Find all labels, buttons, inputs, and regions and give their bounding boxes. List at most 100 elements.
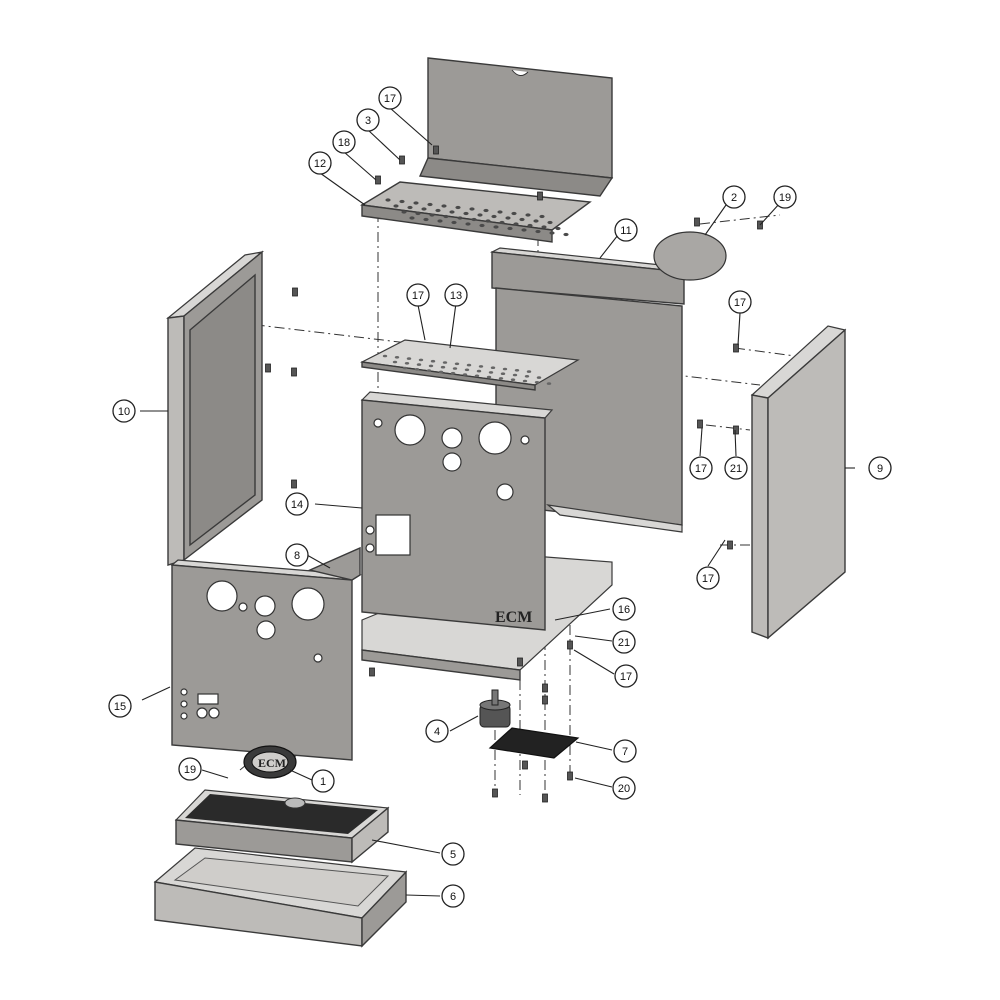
chassis-logo: ECM	[495, 609, 532, 626]
perforation	[488, 371, 494, 374]
svg-text:17: 17	[620, 671, 632, 683]
perforation	[486, 375, 492, 379]
svg-text:1: 1	[320, 776, 326, 788]
svg-text:7: 7	[622, 746, 628, 758]
part-14-chassis-frame: ECM	[360, 391, 554, 631]
svg-text:12: 12	[314, 158, 326, 170]
perforation	[416, 363, 422, 366]
perforation	[455, 205, 461, 210]
callout-20: 20	[612, 776, 636, 800]
perforation	[524, 375, 530, 378]
svg-text:13: 13	[450, 290, 462, 302]
perforation	[449, 210, 455, 214]
callout-17-right-low: 17	[696, 566, 720, 590]
part-4-foot	[479, 689, 511, 728]
perforation	[401, 210, 407, 214]
svg-text:5: 5	[450, 849, 456, 861]
perforation	[413, 201, 419, 205]
callout-17-right-mid: 17	[689, 456, 713, 480]
part-5-drip-tray-grid	[174, 789, 390, 864]
perforation	[451, 220, 457, 225]
perforation	[491, 214, 497, 219]
perforation	[483, 208, 489, 213]
svg-text:8: 8	[294, 550, 300, 562]
perforation	[500, 372, 506, 376]
screw	[542, 695, 548, 705]
perforation	[457, 216, 463, 220]
callout-15: 15	[108, 694, 132, 718]
top-lid	[418, 57, 614, 197]
perforation	[442, 361, 448, 364]
perforation	[493, 225, 499, 229]
screw	[567, 771, 573, 781]
svg-text:18: 18	[338, 137, 350, 149]
callout-17-plate: 17	[406, 283, 430, 307]
perforation	[428, 364, 434, 368]
screw	[433, 145, 439, 155]
part-2-round-cover	[653, 231, 727, 281]
perforation	[462, 373, 468, 376]
svg-text:20: 20	[618, 783, 630, 795]
callout-5: 5	[441, 842, 465, 866]
badge-logo: ECM	[258, 756, 286, 770]
perforation	[393, 204, 399, 208]
callout-11: 11	[614, 218, 638, 242]
perforation	[435, 208, 441, 213]
perforation	[450, 371, 456, 375]
perforation	[521, 228, 527, 232]
perforation	[535, 229, 541, 234]
perforation	[514, 369, 520, 372]
svg-text:15: 15	[114, 701, 126, 713]
screw	[542, 683, 548, 693]
screw	[727, 540, 733, 550]
perforation	[507, 226, 513, 231]
perforation	[526, 370, 532, 373]
perforation	[555, 226, 561, 231]
perforation	[479, 223, 485, 228]
perforation	[549, 231, 555, 235]
perforation	[415, 211, 421, 216]
perforation	[404, 362, 410, 365]
perforation	[427, 202, 433, 207]
screw	[733, 343, 739, 353]
svg-text:17: 17	[412, 290, 424, 302]
perforation	[563, 232, 569, 237]
perforation	[452, 367, 458, 370]
callout-17-top: 17	[378, 86, 402, 110]
perforation	[505, 216, 511, 220]
callout-8: 8	[285, 543, 309, 567]
screw	[369, 667, 375, 677]
part-7-bottom-plate	[488, 727, 580, 759]
svg-text:19: 19	[184, 764, 196, 776]
perforation	[527, 223, 533, 228]
part-9-right-side-panel	[750, 325, 847, 640]
perforation	[382, 354, 388, 358]
svg-text:19: 19	[779, 192, 791, 204]
perforation	[510, 378, 516, 382]
perforation	[547, 220, 553, 225]
callout-14: 14	[285, 492, 309, 516]
perforation	[406, 357, 412, 360]
callout-3: 3	[356, 108, 380, 132]
fasteners	[265, 145, 763, 803]
svg-text:17: 17	[695, 463, 707, 475]
perforation	[421, 207, 427, 211]
callout-19-front: 19	[178, 757, 202, 781]
screw	[292, 287, 298, 297]
svg-text:3: 3	[365, 115, 371, 127]
perforation	[409, 216, 415, 220]
svg-text:16: 16	[618, 604, 630, 616]
perforation	[423, 217, 429, 222]
part-12-cup-tray	[359, 181, 592, 243]
screw	[733, 425, 739, 435]
screw	[694, 217, 700, 227]
perforation	[443, 214, 449, 219]
perforation	[498, 377, 504, 380]
callout-2: 2	[722, 185, 746, 209]
part-13-perforated-plate	[360, 339, 580, 391]
perforation	[476, 369, 482, 373]
perforation	[407, 205, 413, 210]
perforation	[402, 366, 408, 370]
perforation	[440, 365, 446, 369]
